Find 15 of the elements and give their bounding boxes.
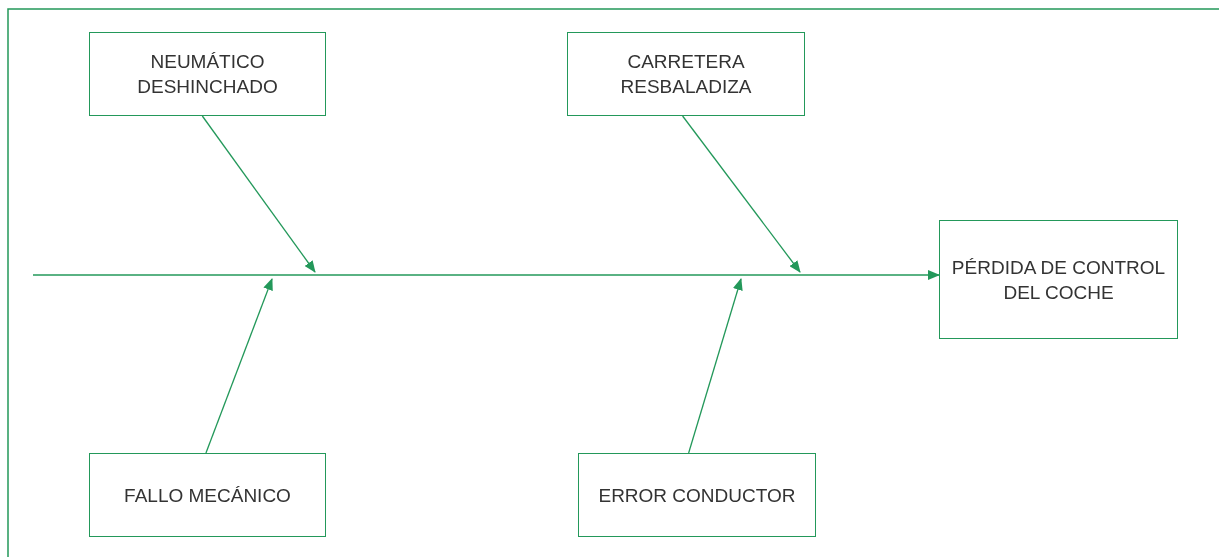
- node-box: [89, 453, 326, 537]
- node-box: [939, 220, 1178, 339]
- arrow: [32, 270, 940, 280]
- node-box: [567, 32, 805, 116]
- node-label: ERROR CONDUCTOR: [598, 483, 796, 508]
- node-label: PÉRDIDA DE CONTROL DEL COCHE: [950, 255, 1167, 305]
- arrow: [201, 115, 316, 273]
- node-box: [578, 453, 816, 537]
- arrow: [681, 115, 801, 273]
- arrow: [688, 278, 743, 454]
- arrow: [205, 278, 273, 454]
- node-label: NEUMÁTICO DESHINCHADO: [136, 50, 279, 99]
- node-label: FALLO MECÁNICO: [124, 483, 291, 508]
- node-box: [89, 32, 326, 116]
- node-label: CARRETERA RESBALADIZA: [619, 50, 753, 99]
